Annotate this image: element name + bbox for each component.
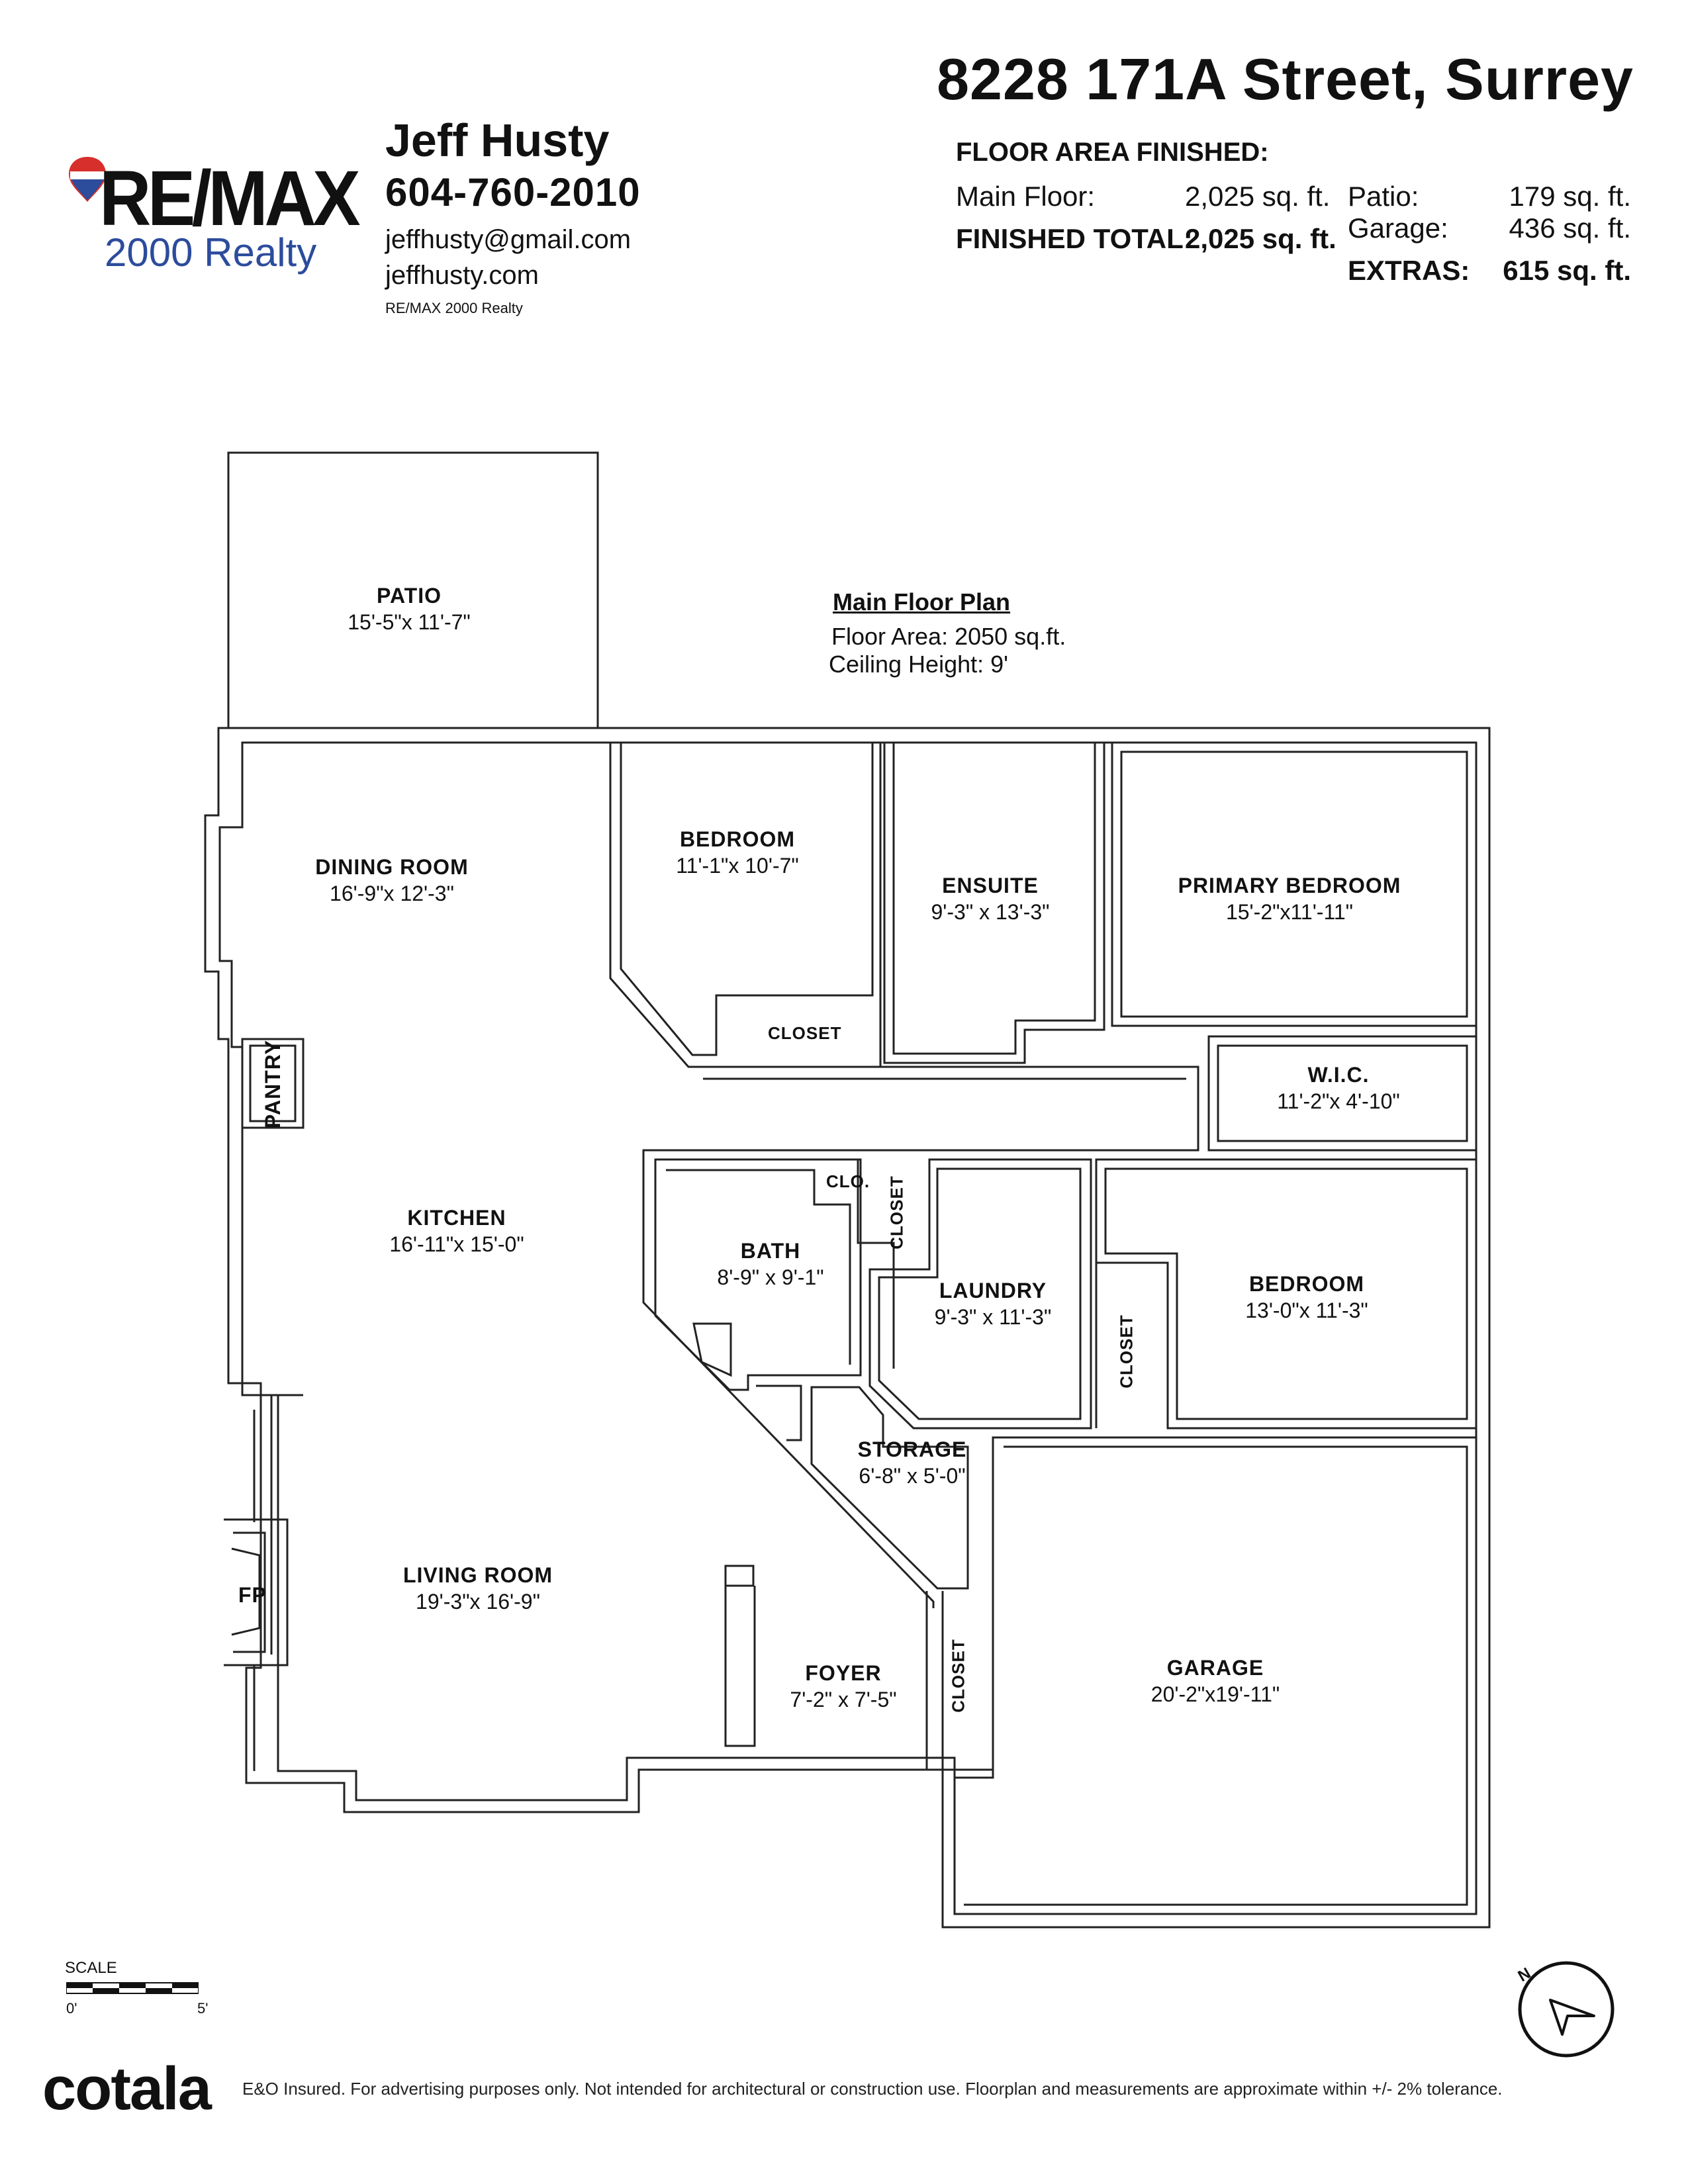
patio-area-label: Patio:	[1348, 181, 1419, 212]
ensuite-walls	[883, 743, 1105, 1064]
room-dimensions: 7'-2" x 7'-5"	[790, 1688, 897, 1711]
balloon-icon	[69, 157, 106, 202]
room-dimensions: 11'-2"x 4'-10"	[1277, 1089, 1400, 1113]
room-name: KITCHEN	[407, 1206, 506, 1230]
room-dimensions: 16'-11"x 15'-0"	[389, 1232, 524, 1256]
closet-label-bedroom2: CLOSET	[1116, 1314, 1137, 1388]
room-dimensions: 19'-3"x 16'-9"	[416, 1590, 540, 1614]
agent-website[interactable]: jeffhusty.com	[385, 261, 539, 290]
garage-area-value: 436 sq. ft.	[1509, 212, 1631, 244]
main-floor-value: 2,025 sq. ft.	[1185, 181, 1331, 212]
room-name: BEDROOM	[679, 827, 796, 851]
plan-ceiling-height: Ceiling Height: 9'	[829, 651, 1009, 678]
room-ensuite: ENSUITE 9'-3" x 13'-3"	[931, 872, 1049, 925]
fireplace-insert	[231, 1547, 261, 1636]
foyer-walls	[724, 1565, 755, 1587]
room-name: BATH	[740, 1239, 801, 1263]
room-dimensions: 6'-8" x 5'-0"	[859, 1464, 966, 1488]
closet-label-hall: CLOSET	[886, 1175, 907, 1250]
bath-walls	[654, 1158, 862, 1391]
room-name: LIVING ROOM	[402, 1563, 553, 1587]
fireplace-box	[224, 1518, 289, 1666]
garage-inner-wall	[953, 1436, 1477, 1915]
room-name: W.I.C.	[1307, 1063, 1370, 1087]
room-name: DINING ROOM	[315, 855, 469, 879]
extras-label: EXTRAS:	[1348, 255, 1470, 286]
primary-bedroom-walls	[1111, 741, 1477, 1027]
footer-disclaimer: E&O Insured. For advertising purposes on…	[242, 2079, 1503, 2099]
room-laundry: LAUNDRY 9'-3" x 11'-3"	[935, 1277, 1052, 1330]
room-dimensions: 9'-3" x 13'-3"	[931, 900, 1050, 924]
room-bedroom-1: BEDROOM 11'-1"x 10'-7"	[676, 826, 799, 879]
closet-label-foyer: CLOSET	[948, 1639, 968, 1713]
remax-wordmark: RE/MAX	[99, 155, 361, 242]
room-dimensions: 15'-2"x11'-11"	[1225, 900, 1354, 924]
room-living: LIVING ROOM 19'-3"x 16'-9"	[403, 1562, 553, 1615]
room-patio: PATIO 15'-5"x 11'-7"	[348, 582, 471, 635]
corridor-wall	[642, 1066, 1199, 1608]
remax-office-name: 2000 Realty	[105, 230, 317, 275]
room-dimensions: 8'-9" x 9'-1"	[717, 1265, 824, 1289]
footer-brand-logo: cotala	[42, 2055, 212, 2122]
fireplace-label: FP	[238, 1583, 267, 1607]
room-foyer: FOYER 7'-2" x 7'-5"	[790, 1660, 896, 1713]
scale-start: 0'	[66, 2000, 77, 2017]
room-name: GARAGE	[1166, 1656, 1264, 1680]
main-floor-label: Main Floor:	[956, 181, 1096, 212]
closet-label-bedroom: CLOSET	[768, 1023, 842, 1043]
bedroom1-walls	[609, 743, 882, 1068]
property-address: 8228 171A Street, Surrey	[937, 46, 1634, 112]
floor-area-title: FLOOR AREA FINISHED:	[956, 138, 1269, 167]
pantry-label: PANTRY	[261, 1040, 285, 1128]
plan-title: Main Floor Plan	[833, 588, 1011, 615]
laundry-walls	[868, 1158, 1092, 1430]
room-garage: GARAGE 20'-2"x19'-11"	[1151, 1655, 1280, 1707]
finished-total-value: 2,025 sq. ft.	[1185, 223, 1336, 254]
wic-walls	[1207, 1035, 1477, 1152]
room-dimensions: 15'-5"x 11'-7"	[348, 610, 471, 634]
room-name: BEDROOM	[1248, 1272, 1365, 1296]
room-dining: DINING ROOM 16'-9"x 12'-3"	[315, 854, 468, 907]
room-dimensions: 16'-9"x 12'-3"	[330, 882, 454, 905]
clo-label-bath: CLO.	[826, 1171, 870, 1191]
room-name: LAUNDRY	[939, 1279, 1047, 1302]
room-dimensions: 20'-2"x19'-11"	[1150, 1682, 1280, 1706]
room-name: FOYER	[805, 1661, 882, 1685]
room-name: ENSUITE	[942, 874, 1039, 897]
plan-floor-area: Floor Area: 2050 sq.ft.	[831, 623, 1066, 650]
room-bath: BATH 8'-9" x 9'-1"	[717, 1238, 823, 1291]
scale-end: 5'	[197, 2000, 209, 2017]
agent-email[interactable]: jeffhusty@gmail.com	[385, 225, 632, 254]
garage-area-label: Garage:	[1348, 212, 1448, 244]
room-dimensions: 13'-0"x 11'-3"	[1245, 1298, 1368, 1322]
room-dimensions: 9'-3" x 11'-3"	[934, 1305, 1052, 1329]
room-name: PRIMARY BEDROOM	[1178, 874, 1401, 897]
patio-outline	[227, 451, 599, 728]
agent-phone[interactable]: 604-760-2010	[385, 170, 641, 214]
storage-walls	[810, 1386, 969, 1590]
room-dimensions: 11'-1"x 10'-7"	[676, 854, 799, 878]
agent-name: Jeff Husty	[385, 114, 610, 166]
pantry-box	[241, 1038, 305, 1129]
room-storage: STORAGE 6'-8" x 5'-0"	[858, 1436, 967, 1489]
compass-icon: N	[1515, 1961, 1615, 2058]
scale-label: SCALE	[65, 1959, 117, 1977]
foyer-closet	[941, 1591, 994, 1771]
room-bedroom-2: BEDROOM 13'-0"x 11'-3"	[1245, 1271, 1368, 1324]
remax-logo	[66, 152, 357, 278]
scale-bar-icon	[66, 1982, 199, 1994]
agent-brokerage: RE/MAX 2000 Realty	[385, 300, 523, 316]
room-wic: W.I.C. 11'-2"x 4'-10"	[1277, 1062, 1400, 1115]
room-name: STORAGE	[857, 1437, 967, 1461]
room-kitchen: KITCHEN 16'-11"x 15'-0"	[389, 1205, 524, 1257]
finished-total-label: FINISHED TOTAL:	[956, 223, 1193, 254]
room-name: PATIO	[376, 584, 442, 608]
room-primary-bedroom: PRIMARY BEDROOM 15'-2"x11'-11"	[1178, 872, 1401, 925]
extras-value: 615 sq. ft.	[1503, 255, 1631, 286]
patio-area-value: 179 sq. ft.	[1509, 181, 1631, 212]
